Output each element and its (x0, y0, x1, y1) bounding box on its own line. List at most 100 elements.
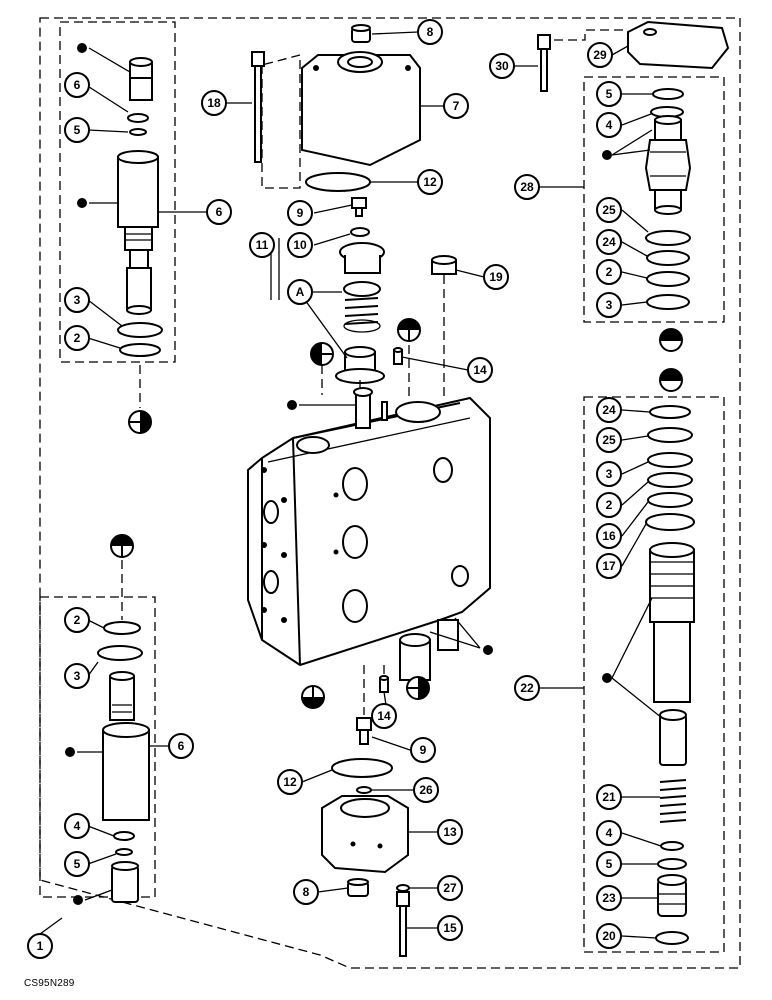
callout-5: 5 (596, 81, 622, 107)
center-lines (121, 275, 445, 715)
callout-label: 17 (602, 559, 616, 573)
end-block-29 (627, 20, 730, 70)
callout-label: 14 (377, 709, 391, 723)
callout-6: 6 (168, 733, 194, 759)
frame-bottom-left (39, 596, 156, 898)
callout-label: 2 (74, 613, 81, 627)
callout-label: 3 (74, 669, 81, 683)
callout-label: 12 (423, 175, 437, 189)
valve-body (247, 387, 491, 681)
callout-6: 6 (206, 199, 232, 225)
callout-label: 21 (602, 790, 616, 804)
callout-5: 5 (596, 851, 622, 877)
pin-14-bottom (379, 675, 389, 693)
callout-16: 16 (596, 523, 622, 549)
callout-17: 17 (596, 553, 622, 579)
relief-valve-upper-left (117, 57, 163, 357)
callout-label: 24 (602, 403, 616, 417)
frame-right-lower (583, 396, 725, 953)
callout-label: 9 (297, 206, 304, 220)
callout-label: 3 (606, 298, 613, 312)
callout-6: 6 (64, 72, 90, 98)
callout-label: 4 (606, 118, 613, 132)
bolt-30 (537, 34, 551, 92)
callout-21: 21 (596, 784, 622, 810)
callout-3: 3 (596, 461, 622, 487)
washer-27 (396, 884, 410, 892)
callout-label: 11 (256, 238, 269, 252)
callout-label: 27 (443, 881, 457, 895)
callout-label: 22 (520, 681, 534, 695)
callout-12: 12 (417, 169, 443, 195)
top-cover (301, 51, 421, 167)
callout-label: 1 (37, 939, 44, 953)
callout-25: 25 (596, 197, 622, 223)
callout-2: 2 (64, 325, 90, 351)
callout-label: 7 (453, 99, 460, 113)
relief-valve-lower-left (97, 621, 150, 903)
callout-18: 18 (201, 90, 227, 116)
callout-label: 26 (419, 783, 433, 797)
callout-20: 20 (596, 923, 622, 949)
callout-4: 4 (596, 112, 622, 138)
leader-lines (39, 31, 663, 939)
frame-right-upper (583, 76, 725, 323)
callout-label: 18 (207, 96, 221, 110)
callout-28: 28 (514, 174, 540, 200)
callout-8: 8 (417, 19, 443, 45)
callout-7: 7 (443, 93, 469, 119)
callout-9: 9 (410, 737, 436, 763)
callout-label: 4 (74, 819, 81, 833)
callout-19: 19 (483, 264, 509, 290)
callout-label: 4 (606, 826, 613, 840)
frame-top-right-cover (540, 29, 625, 41)
figure-code: CS95N289 (24, 978, 75, 989)
plug-top (351, 24, 371, 43)
callout-13: 13 (437, 819, 463, 845)
spring-top (343, 281, 381, 333)
callout-label: 29 (593, 48, 607, 62)
callout-8: 8 (293, 879, 319, 905)
callout-2: 2 (64, 607, 90, 633)
callout-label: 8 (427, 25, 434, 39)
callout-2: 2 (596, 259, 622, 285)
callout-14: 14 (371, 703, 397, 729)
callout-27: 27 (437, 875, 463, 901)
callout-5: 5 (64, 851, 90, 877)
callout-label: 23 (602, 891, 616, 905)
callout-12: 12 (277, 769, 303, 795)
assembly-boundary (39, 17, 741, 969)
callout-label: 2 (606, 265, 613, 279)
callout-23: 23 (596, 885, 622, 911)
valve-assembly-22 (645, 405, 695, 945)
callout-1: 1 (27, 933, 53, 959)
callout-5: 5 (64, 117, 90, 143)
callout-label: 3 (606, 467, 613, 481)
callout-3: 3 (64, 287, 90, 313)
callout-label: 2 (606, 498, 613, 512)
callout-label: 3 (74, 293, 81, 307)
spring-retainer (339, 242, 385, 274)
callout-label: 9 (420, 743, 427, 757)
callout-label: 20 (602, 929, 616, 943)
port-symbols (110, 318, 683, 709)
callout-label: 6 (216, 205, 223, 219)
callout-label: 5 (74, 857, 81, 871)
callout-11: 11 (249, 232, 275, 258)
callout-label: 15 (443, 921, 457, 935)
callout-label: 14 (473, 363, 487, 377)
pin-14-top (393, 347, 403, 365)
check-valve-assembly-28 (644, 88, 692, 310)
bolt-15 (396, 891, 410, 957)
callout-24: 24 (596, 229, 622, 255)
callout-label: 24 (602, 235, 616, 249)
callout-label: 13 (443, 825, 457, 839)
o-ring-top (305, 172, 371, 192)
callout-22: 22 (514, 675, 540, 701)
callout-30: 30 (489, 53, 515, 79)
spring-21 (659, 779, 687, 823)
callout-label: 25 (602, 433, 616, 447)
callout-label: 16 (602, 529, 616, 543)
